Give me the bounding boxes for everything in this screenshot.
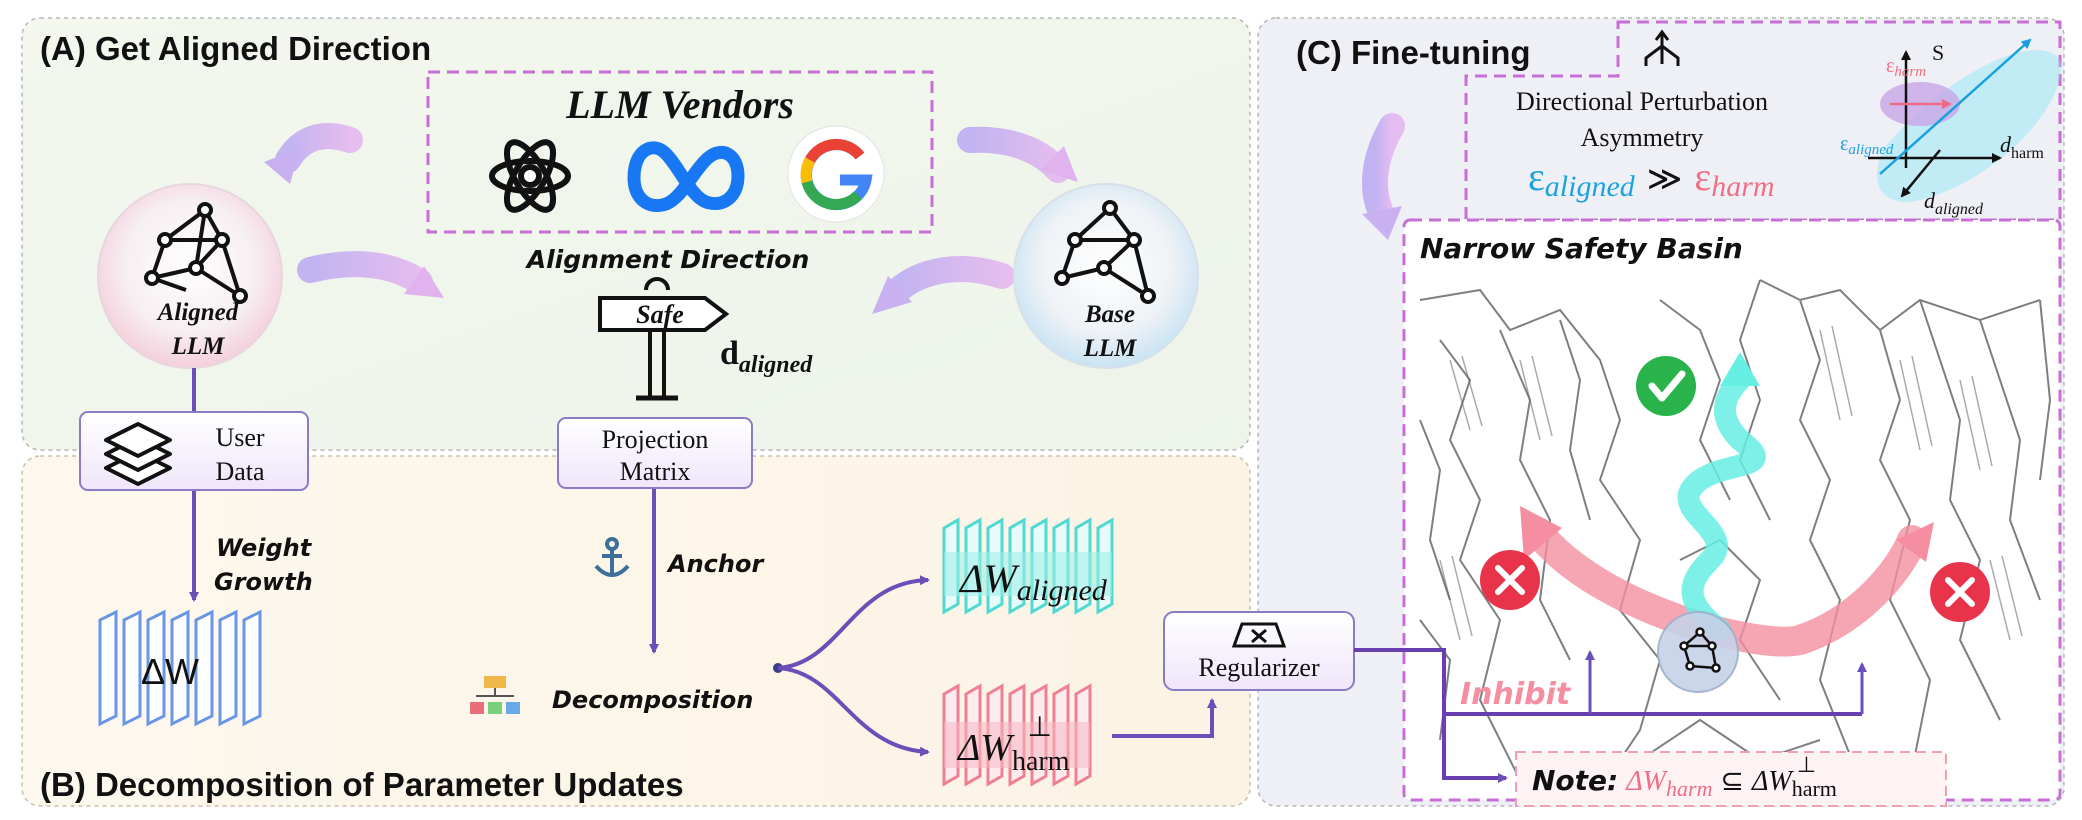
perturbation-title-line2: Asymmetry [1581,123,1704,152]
base-llm-ball [1013,183,1199,369]
aligned-to-direction-arrow [297,251,444,298]
delta-w-label: ΔW [141,651,199,692]
vendor-to-base-arrow [957,126,1078,183]
user-data-label-line1: User [215,423,264,452]
anchor-label: Anchor [666,550,765,578]
model-network-icon [1679,627,1721,673]
base-llm-label-line1: Base [1084,301,1135,328]
projection-matrix-label-line2: Matrix [620,457,691,486]
panel-c-title: (C) Fine-tuning [1296,34,1531,71]
weight-growth-label-line1: Weight [216,534,313,562]
projection-matrix-box [557,417,753,489]
aligned-cyan-plane [1876,49,2061,202]
meta-logo [627,141,745,212]
harm-arc-left-head [1520,506,1562,560]
harm-arc-right-head [1896,522,1934,562]
layers-icon [104,422,172,486]
axis-eps-harm-label: εharm [1886,55,1926,80]
base-llm-network-icon [1054,200,1156,304]
epsilon-relation: εaligned≫εharm [1528,154,1775,203]
vendors-title: LLM Vendors [565,82,794,127]
aligned-llm-label-line1: Aligned [156,299,239,326]
check-icon [1636,356,1696,416]
regularizer-label: Regularizer [1198,653,1320,682]
delta-w-harm-highlight [944,722,1090,768]
perturbation-box [1464,20,2062,222]
panel-b-title: (B) Decomposition of Parameter Updates [40,766,684,803]
aligned-llm-ball [97,183,283,369]
decomposition-icon [470,676,520,714]
canyon-hatching [1439,325,2023,641]
split-arrows-icon [1644,29,1680,66]
branch-to-harm-arrow [777,666,930,757]
d-aligned-symbol: daligned [720,335,813,378]
harm-to-regularizer-arrow [1112,698,1217,738]
axis-d-aligned-label: daligned [1924,188,1984,218]
delta-w-stack [98,609,262,727]
alignment-direction-label: Alignment Direction [525,245,810,274]
regularizer-to-basin-line [1354,648,1862,716]
regularizer-to-note-arrow [1442,714,1508,783]
cross-icon-right [1930,562,1990,622]
aligned-path [1677,369,1766,641]
safe-sign-text: Safe [636,300,684,329]
anchor-icon [594,537,630,577]
weight-growth-label-line2: Growth [214,568,313,596]
aligned-path-head [1720,352,1760,386]
axis-eps-aligned-label: εaligned [1840,133,1894,158]
vendor-to-aligned-arrow [264,123,363,184]
delta-w-harm-label: ΔWharm⊥ [956,712,1070,777]
perturbation-title-line1: Directional Perturbation [1516,87,1768,116]
safety-basin-title: Narrow Safety Basin [1420,232,1743,265]
perturbation-axes [1868,38,2061,202]
branch-to-aligned-arrow [777,575,930,670]
inhibit-label: Inhibit [1460,677,1572,712]
axis-s-label: S [1932,40,1944,65]
aligned-llm-network-icon [144,202,248,304]
note-text: Note:ΔWharm⊆ΔWharm⊥ [1532,752,1837,801]
aligned-llm-label-line2: LLM [171,333,226,360]
safe-signpost [598,277,730,401]
decomposition-label: Decomposition [552,686,753,714]
harm-direction-arc [1523,517,1927,657]
note-box [1515,751,1947,807]
cross-icon-left [1480,550,1540,610]
vendors-box [426,70,934,234]
delta-w-aligned-label: ΔWaligned [958,556,1108,607]
base-to-direction-arrow [872,256,1015,314]
google-logo [787,125,885,223]
regularizer-icon [1231,622,1287,648]
delta-w-aligned-highlight [944,552,1112,596]
model-ball [1657,611,1739,693]
c-panel-lilac-arrow [1362,113,1405,240]
canyon-sketch [1419,279,2052,791]
base-llm-label-line2: LLM [1083,335,1138,362]
panel-a-title: (A) Get Aligned Direction [40,30,431,67]
axis-d-harm-label: dharm [2000,132,2044,162]
user-data-label-line2: Data [215,457,265,486]
projection-matrix-label-line1: Projection [602,425,709,454]
